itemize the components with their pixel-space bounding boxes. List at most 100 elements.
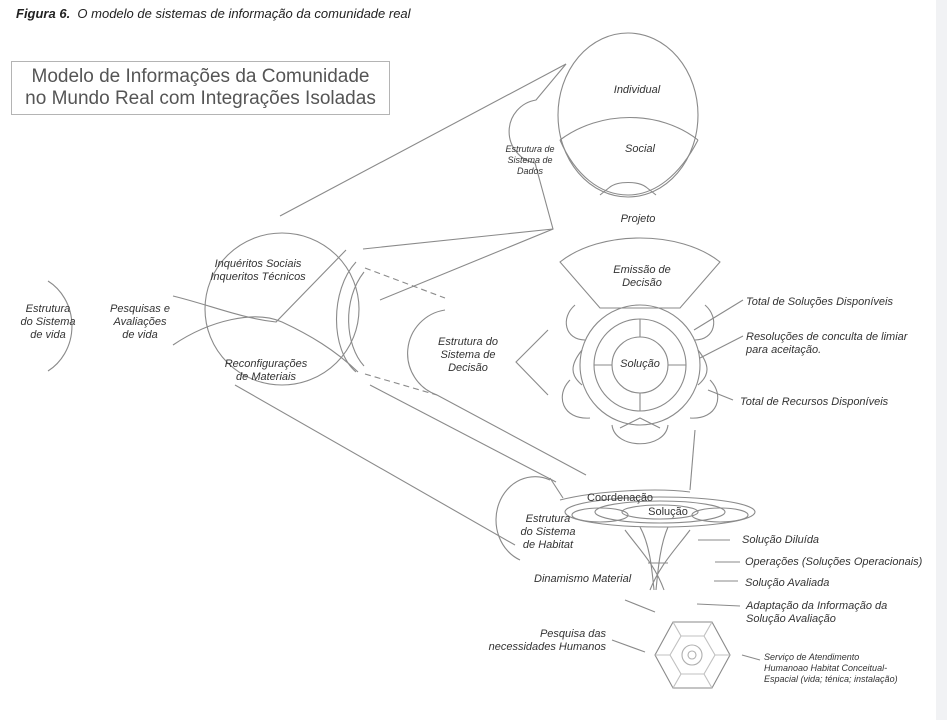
label-line: Inquéritos Sociais [214, 258, 302, 270]
decision-petals [561, 304, 719, 445]
data-bubble [379, 63, 567, 301]
label-line: Pesquisa das [539, 628, 606, 640]
social-divider [559, 117, 699, 141]
annotation-total-solutions: Total de Soluções Disponíveis [746, 296, 893, 308]
life-system-arc [47, 280, 73, 372]
inquiry-circle [204, 232, 360, 386]
label-line: de vida [122, 329, 158, 341]
label-line: Adaptação da Informação da [746, 600, 888, 612]
habitat-funnel [624, 526, 691, 591]
label-line: Resoluções de conculta de limiar [746, 331, 908, 343]
label-line: Decisão [622, 277, 662, 289]
habitat-link-lower [234, 384, 516, 546]
label-line: Estrutura de [505, 144, 555, 154]
label-line: Estrutura [25, 303, 71, 315]
label-line: Sistema de [507, 155, 553, 165]
label-line: Espacial (vida; ténica; instalação) [764, 674, 898, 684]
label-line: Serviço de Atendimento [764, 652, 860, 662]
node-habitat-system: Estrutura do Sistema de Habitat [520, 513, 575, 552]
leader-service [741, 654, 761, 661]
annotation-adaptation: Adaptação da Informação da Solução Avali… [746, 600, 887, 626]
node-life-system: Estrutura do Sistema de vida [20, 303, 75, 342]
node-human-needs: Pesquisa das necessidades Humanos [489, 628, 606, 654]
leader-dynamism-lower [624, 599, 656, 613]
label-line: de Habitat [522, 539, 574, 551]
label-line: Reconfigurações [224, 358, 308, 370]
label-line: Humanoao Habitat Conceitual- [764, 663, 888, 673]
label-line: Decisão [448, 362, 488, 374]
title-line-2: no Mundo Real com Integrações Isoladas [25, 88, 376, 109]
page-margin-strip [936, 0, 947, 720]
habitat-petal-l [571, 507, 629, 523]
node-research: Pesquisas e Avaliações de vida [110, 303, 170, 342]
label-line: do Sistema [20, 316, 76, 328]
decision-bubble [407, 309, 587, 476]
leader-resources [707, 389, 734, 401]
node-emission: Emissão de Decisão [613, 264, 670, 290]
dashed-link-upper [364, 267, 446, 299]
decision-spokes [594, 319, 686, 411]
habitat-coord-arc [559, 489, 691, 501]
service-core-inner [687, 650, 697, 660]
label-line: Solução Avaliação [746, 613, 836, 625]
label-line: Inqueritos Técnicos [210, 271, 306, 283]
node-coordination: Coordenação [587, 492, 654, 504]
node-inquiries: Inquéritos Sociais Inqueritos Técnicos [210, 258, 305, 284]
leader-needs [611, 639, 646, 653]
habitat-ring-2 [594, 500, 726, 524]
label-line: Estrutura [525, 513, 571, 525]
annotation-threshold: Resoluções de conculta de limiar para ac… [746, 331, 907, 357]
emission-fan [559, 237, 721, 309]
habitat-ring-3 [621, 504, 699, 520]
figure-caption-text: O modelo de sistemas de informação da co… [77, 6, 411, 21]
label-line: Emissão de [613, 264, 671, 276]
node-reconfig: Reconfigurações de Materiais [225, 358, 308, 384]
habitat-petal-r [691, 507, 749, 523]
label-line: de Materiais [236, 371, 296, 383]
dashed-link-lower [364, 373, 438, 396]
figure-label: Figura 6. [16, 6, 71, 21]
inquiry-inner-arc-2 [348, 271, 365, 367]
service-hexagon-spokes [655, 621, 730, 689]
title-line-1: Modelo de Informações da Comunidade [31, 66, 370, 87]
label-line: Pesquisas e [110, 303, 170, 315]
node-solution-habitat: Solução [648, 506, 688, 518]
leader-adaptation [696, 603, 741, 607]
node-solution-center: Solução [620, 358, 660, 370]
annotation-evaluated: Solução Avaliada [745, 577, 830, 589]
decision-arrow [515, 329, 549, 396]
habitat-link-upper [369, 384, 557, 483]
link-line-top [279, 63, 567, 217]
label-line: do Sistema [520, 526, 576, 538]
inquiry-divider-upper [172, 249, 347, 323]
decision-stem [689, 429, 696, 491]
figure-caption: Figura 6. O modelo de sistemas de inform… [16, 6, 411, 21]
leader-total-solutions [693, 299, 744, 331]
projeto-notch [599, 181, 657, 196]
node-social: Social [625, 143, 655, 155]
node-individual: Individual [613, 84, 661, 96]
label-line: Dados [516, 166, 543, 176]
annotation-service: Serviço de Atendimento Humanoao Habitat … [764, 652, 898, 685]
diagram-title-box: Modelo de Informações da Comunidade no M… [11, 61, 390, 115]
habitat-notch [549, 477, 564, 499]
node-data-system: Estrutura de Sistema de Dados [505, 144, 554, 177]
annotation-diluted: Solução Diluída [742, 534, 820, 546]
label-line: Sistema de [440, 349, 496, 361]
label-line: de vida [30, 329, 66, 341]
decision-ring-outer [579, 304, 701, 426]
label-line: necessidades Humanos [488, 641, 606, 653]
habitat-bubble [495, 476, 551, 561]
service-core [681, 644, 703, 666]
leader-threshold [699, 335, 744, 359]
social-lower-arc [559, 139, 699, 196]
label-line: Estrutura do [438, 336, 498, 348]
inquiry-divider-lower [172, 316, 359, 373]
individual-circle [557, 32, 699, 198]
label-line: para aceitação. [746, 344, 822, 356]
node-decision-system: Estrutura do Sistema de Decisão [438, 336, 498, 375]
label-line: Avaliações [113, 316, 167, 328]
link-line-mid [362, 228, 554, 250]
habitat-ring-1 [564, 496, 756, 528]
